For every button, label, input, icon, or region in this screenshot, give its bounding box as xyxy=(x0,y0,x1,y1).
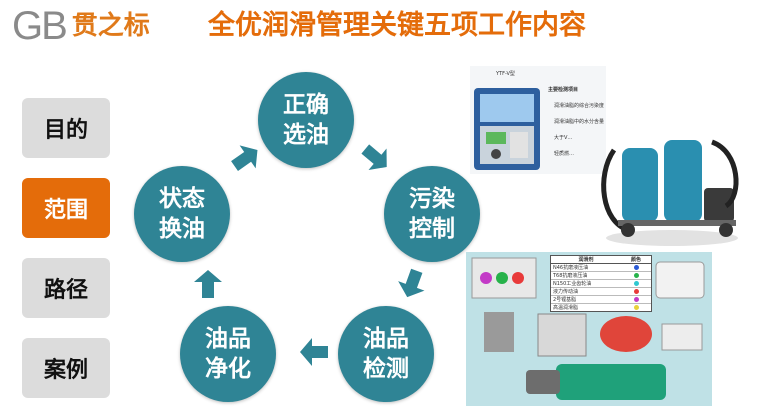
lube-name: N46抗磨液压油 xyxy=(553,265,589,271)
kit-item: 轻质燃… xyxy=(554,151,575,157)
lube-table-header-color: 颜色 xyxy=(630,257,641,263)
cycle-step-contamination-control[interactable]: 污染 控制 xyxy=(384,166,480,262)
lube-table-header: 润滑剂 颜色 xyxy=(551,256,651,264)
filter-cart-image xyxy=(594,126,746,250)
lube-color-table: 润滑剂 颜色 N46抗磨液压油 T68抗磨液压油 N150工业齿轮油 液力传动油… xyxy=(550,255,652,312)
cycle-step-line2: 选油 xyxy=(283,122,329,148)
lube-name: N150工业齿轮油 xyxy=(553,281,592,287)
cycle-step-line1: 油品 xyxy=(205,326,251,352)
lube-name: 高温润滑脂 xyxy=(553,305,579,311)
logo: GB 贯之标 xyxy=(12,6,150,46)
cycle-step-oil-purification[interactable]: 油品 净化 xyxy=(180,306,276,402)
color-dot-icon xyxy=(633,281,639,286)
table-row: 液力传动油 xyxy=(551,288,651,296)
lube-name: 液力传动油 xyxy=(553,289,579,295)
sidebar-item-purpose[interactable]: 目的 xyxy=(22,98,110,158)
arrow-icon-left xyxy=(300,338,328,366)
lube-name: 2号锂基脂 xyxy=(553,297,577,303)
arrow-icon-up xyxy=(194,270,222,298)
cycle-step-line1: 油品 xyxy=(363,326,409,352)
lubrication-diagram-image: 润滑剂 颜色 N46抗磨液压油 T68抗磨液压油 N150工业齿轮油 液力传动油… xyxy=(466,252,712,406)
cycle-step-oil-testing[interactable]: 油品 检测 xyxy=(338,306,434,402)
table-row: N150工业齿轮油 xyxy=(551,280,651,288)
cycle-step-line1: 状态 xyxy=(159,186,205,212)
sidebar-item-cases[interactable]: 案例 xyxy=(22,338,110,398)
sidebar-item-scope[interactable]: 范围 xyxy=(22,178,110,238)
kit-item: 润滑油脂中的水分含量 xyxy=(554,119,605,125)
lube-name: T68抗磨液压油 xyxy=(553,273,588,279)
page-title: 全优润滑管理关键五项工作内容 xyxy=(208,10,586,41)
arrow-icon-down-right xyxy=(361,144,387,171)
cycle-step-line2: 控制 xyxy=(409,216,455,242)
kit-model: YTF-V型 xyxy=(496,71,515,77)
sidebar-item-path[interactable]: 路径 xyxy=(22,258,110,318)
testing-kit-image: YTF-V型 主要检测项目 润滑油脂的综合污染度 润滑油脂中的水分含量 大于V…… xyxy=(470,66,606,174)
color-dot-icon xyxy=(633,297,639,302)
cycle-step-line2: 换油 xyxy=(159,216,205,242)
kit-item: 大于V… xyxy=(554,135,573,141)
arrow-icon-down xyxy=(398,268,425,298)
logo-name: 贯之标 xyxy=(71,11,150,41)
color-dot-icon xyxy=(633,273,639,278)
cycle-step-line1: 污染 xyxy=(409,186,455,212)
cycle-step-line2: 检测 xyxy=(363,356,409,382)
cycle-step-select-oil[interactable]: 正确 选油 xyxy=(258,72,354,168)
cycle-step-line1: 正确 xyxy=(283,92,329,118)
table-row: 2号锂基脂 xyxy=(551,296,651,304)
table-row: 高温润滑脂 xyxy=(551,304,651,311)
table-row: N46抗磨液压油 xyxy=(551,264,651,272)
cycle-step-condition-oil-change[interactable]: 状态 换油 xyxy=(134,166,230,262)
color-dot-icon xyxy=(633,305,639,310)
color-dot-icon xyxy=(633,265,639,270)
lube-table-header-name: 润滑剂 xyxy=(578,257,594,263)
arrow-icon-up-right xyxy=(231,145,258,171)
logo-mark: GB xyxy=(12,4,68,48)
cycle-step-line2: 净化 xyxy=(205,356,251,382)
kit-heading: 主要检测项目 xyxy=(548,87,579,93)
kit-item: 润滑油脂的综合污染度 xyxy=(554,103,605,109)
table-row: T68抗磨液压油 xyxy=(551,272,651,280)
color-dot-icon xyxy=(633,289,639,294)
